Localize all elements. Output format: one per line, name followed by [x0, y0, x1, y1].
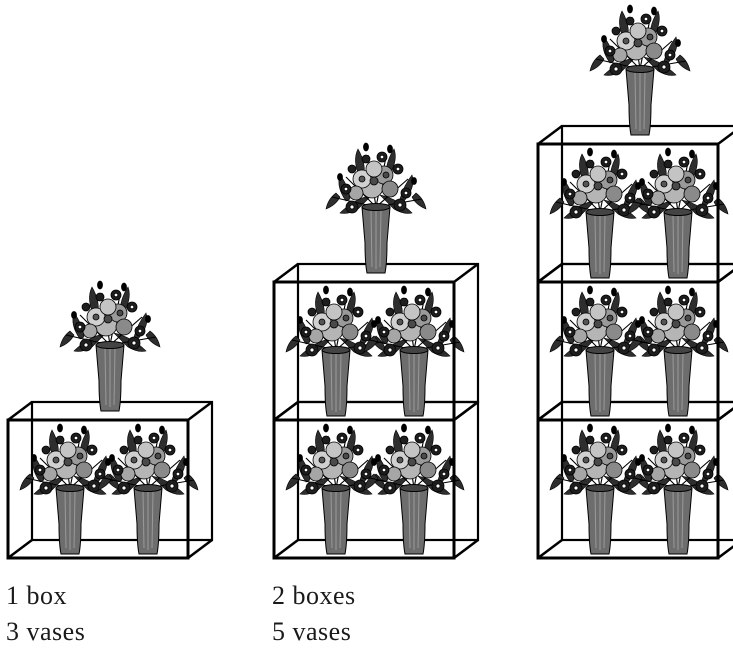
caption-figure-2: 2 boxes 5 vases	[272, 578, 356, 650]
vase-icon	[285, 423, 387, 555]
vase-icon	[97, 423, 199, 555]
vase-icon	[363, 423, 465, 555]
vase-icon	[59, 280, 161, 412]
caption-vase-count: 5 vases	[272, 617, 352, 646]
caption-box-count: 2 boxes	[272, 581, 356, 610]
vase-icon	[627, 285, 729, 417]
box	[272, 262, 480, 422]
box	[272, 400, 480, 560]
caption-vase-count: 3 vases	[6, 617, 86, 646]
caption-figure-1: 1 box 3 vases	[6, 578, 85, 650]
box	[536, 400, 733, 560]
vase-icon	[627, 147, 729, 279]
caption-box-count: 1 box	[6, 581, 67, 610]
vase-icon	[19, 423, 121, 555]
vase-icon	[627, 423, 729, 555]
vase-icon	[285, 285, 387, 417]
figure-1	[6, 280, 214, 560]
figure-2	[272, 142, 480, 560]
box	[6, 400, 214, 560]
vase-icon	[363, 285, 465, 417]
box	[536, 262, 733, 422]
vase-icon	[549, 285, 651, 417]
box	[536, 124, 733, 284]
vase-icon	[325, 142, 427, 274]
vase-icon	[589, 4, 691, 136]
vase-icon	[549, 147, 651, 279]
vase-icon	[549, 423, 651, 555]
figure-3	[536, 4, 733, 560]
